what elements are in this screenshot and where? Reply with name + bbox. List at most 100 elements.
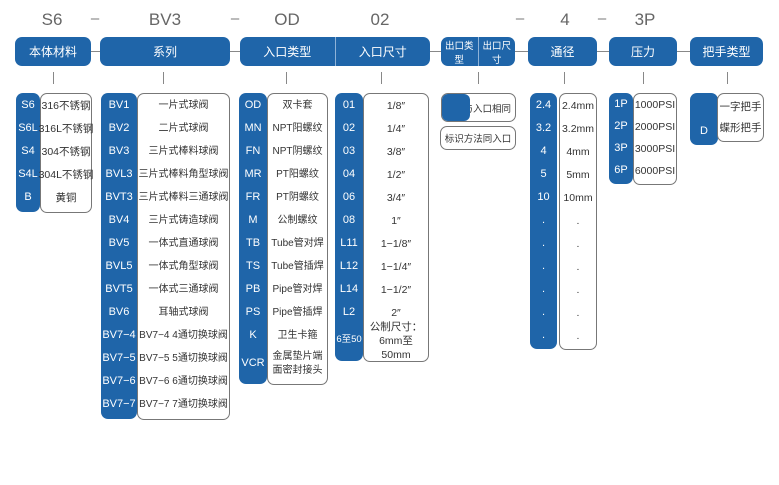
- inlet-type-code: FR: [245, 190, 261, 203]
- pressure-code: 3P: [614, 142, 628, 154]
- inlet-type-code: PB: [245, 282, 261, 295]
- bore-code: 10: [537, 190, 550, 203]
- inlet-size-desc: 2″: [391, 306, 401, 319]
- inlet-type-code: MN: [244, 121, 262, 134]
- connector-line: [515, 51, 528, 52]
- bore-desc: 2.4mm: [561, 99, 595, 112]
- inlet-size-code: 04: [342, 167, 356, 180]
- handle-option: 蝶形把手: [719, 121, 762, 134]
- code-material: S6: [41, 10, 63, 29]
- header-bore-label: 通径: [550, 45, 575, 59]
- header-material-label: 本体材料: [28, 45, 77, 59]
- separator: –: [597, 10, 607, 27]
- inlet-size-code: 6至50: [336, 334, 362, 345]
- connector-line: [430, 51, 441, 52]
- series-desc: BV7−4 4通切换球阀: [139, 329, 228, 341]
- material-code: S4: [21, 144, 35, 157]
- series-code: BV5: [108, 236, 130, 249]
- handle-code: D: [690, 93, 718, 145]
- bore-desc: .: [576, 260, 580, 273]
- series-desc: 一体式直通球阀: [148, 237, 219, 249]
- series-desc: BV7−5 5通切换球阀: [139, 352, 228, 364]
- material-desc: 316不锈钢: [41, 99, 91, 112]
- header-inlet-type-label: 入口类型: [263, 45, 312, 59]
- inlet-type-desc: 卫生卡箍: [277, 329, 318, 341]
- series-code: BV7−7: [102, 397, 136, 410]
- material-desc: 304不锈钢: [41, 145, 91, 158]
- inlet-type-code: M: [248, 213, 258, 226]
- bore-code: .: [541, 328, 546, 341]
- header-pressure: 压力: [609, 37, 677, 66]
- inlet-size-desc: 3/8″: [386, 145, 406, 158]
- inlet-size-code: L14: [339, 282, 359, 295]
- inlet-size-desc: 1−1/4″: [380, 260, 412, 273]
- bore-code: 4: [540, 144, 547, 157]
- code-bore: 4: [560, 10, 570, 29]
- series-code: BV7−6: [102, 374, 136, 387]
- material-code: S4L: [18, 167, 38, 180]
- inlet-type-desc: Pipe管插焊: [272, 306, 323, 318]
- connector-line: [597, 51, 609, 52]
- material-descriptions: 316不锈钢 316L不锈钢 304不锈钢 304L不锈钢 黄铜: [39, 93, 93, 213]
- bore-desc: 4mm: [566, 145, 590, 158]
- series-code: BV2: [108, 121, 130, 134]
- connector-line: [677, 51, 690, 52]
- inlet-type-code: PS: [245, 305, 261, 318]
- header-divider: [334, 37, 336, 66]
- inlet-size-desc: 3/4″: [386, 191, 406, 204]
- header-outlet: 出口类型 出口尺寸: [441, 37, 515, 66]
- inlet-size-desc: 1−1/8″: [380, 237, 412, 250]
- inlet-size-code: 03: [342, 144, 356, 157]
- series-desc: 二片式球阀: [158, 122, 209, 134]
- inlet-type-code: FN: [245, 144, 261, 157]
- header-inlet: 入口类型 入口尺寸: [240, 37, 430, 66]
- series-desc: 一体式角型球阀: [148, 260, 219, 272]
- bore-desc: 10mm: [563, 191, 593, 204]
- pressure-code: 2P: [614, 120, 628, 132]
- inlet-type-desc: PT阳螺纹: [276, 168, 319, 180]
- inlet-size-code: L11: [340, 236, 358, 249]
- inlet-type-desc: Tube管对焊: [271, 237, 324, 249]
- bore-desc: .: [576, 306, 580, 319]
- series-desc: 一体式三通球阀: [148, 283, 219, 295]
- tick-line: [564, 72, 565, 84]
- header-material: 本体材料: [15, 37, 91, 66]
- series-code: BV6: [108, 305, 130, 318]
- header-series-label: 系列: [152, 45, 177, 59]
- inlet-type-desc: 双卡套: [282, 99, 313, 111]
- material-code: B: [24, 190, 32, 203]
- connector-line: [91, 51, 100, 52]
- tick-line: [163, 72, 164, 84]
- bore-code: 5: [540, 167, 547, 180]
- series-code: BV1: [108, 98, 130, 111]
- header-divider: [477, 37, 479, 66]
- inlet-size-code: L2: [342, 305, 356, 318]
- bore-desc: .: [576, 329, 580, 342]
- inlet-size-code: L12: [339, 259, 359, 272]
- series-desc: 三片式棒料三通球阀: [138, 191, 229, 203]
- outlet-same-label: 与入口相同: [463, 103, 511, 115]
- bore-desc: .: [576, 214, 580, 227]
- bore-desc: 3.2mm: [561, 122, 595, 135]
- series-code: BVT3: [105, 190, 133, 203]
- inlet-type-code: OD: [244, 98, 262, 111]
- series-code: BV3: [108, 144, 130, 157]
- bore-code: .: [541, 305, 546, 318]
- inlet-type-code: TS: [245, 259, 261, 272]
- code-pressure: 3P: [634, 10, 656, 29]
- separator: –: [90, 10, 100, 27]
- outlet-code-swatch: [442, 94, 470, 121]
- bore-desc: .: [576, 283, 580, 296]
- tick-line: [381, 72, 382, 84]
- handle-code-label: D: [700, 124, 708, 137]
- header-outlet-size-label: 出口尺寸: [482, 40, 511, 66]
- inlet-size-code: 01: [342, 98, 356, 111]
- bore-desc: 5mm: [566, 168, 590, 181]
- inlet-type-code: VCR: [241, 357, 265, 369]
